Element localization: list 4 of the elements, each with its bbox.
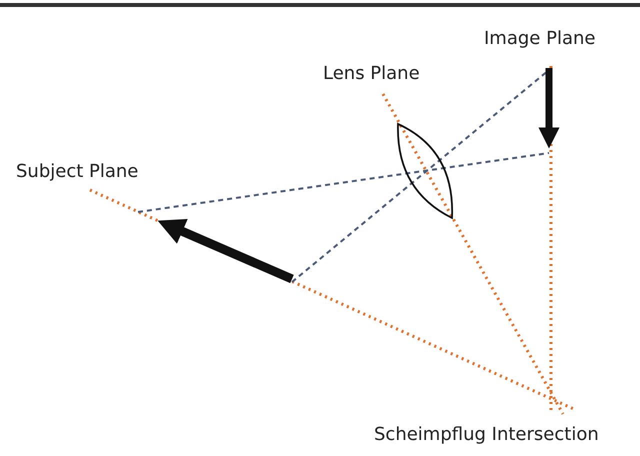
plane-label: Image Plane (484, 28, 596, 50)
plane-label: Subject Plane (16, 161, 138, 183)
plane-label: Lens Plane (323, 63, 420, 85)
intersection-label: Scheimpflug Intersection (374, 424, 599, 446)
